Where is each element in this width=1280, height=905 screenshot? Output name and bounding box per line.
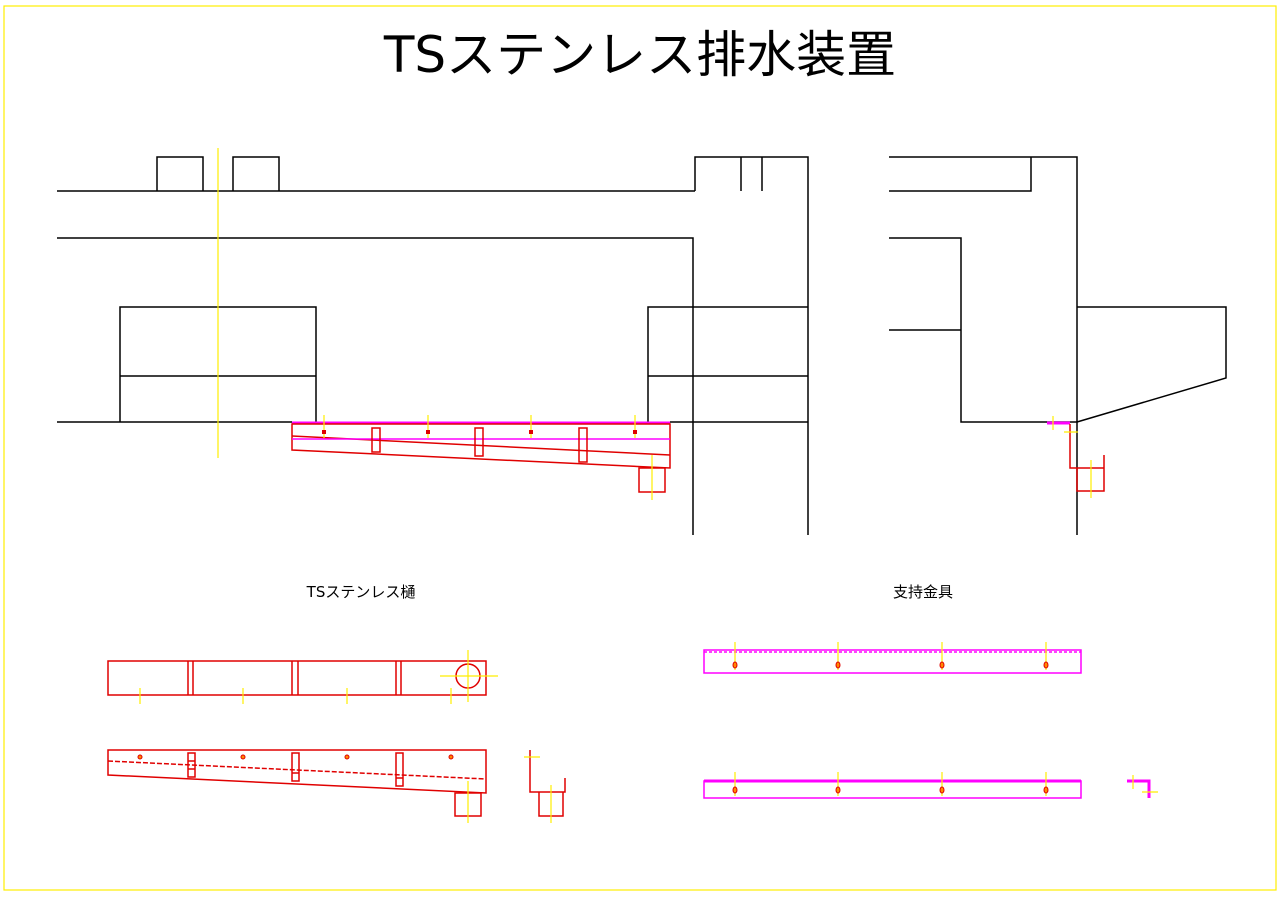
- gutter-side-section: [1047, 416, 1105, 498]
- gutter-side-view: [107, 749, 487, 823]
- gutter-front-view: [291, 415, 671, 500]
- bracket-label: 支持金具: [893, 583, 953, 601]
- bracket-side-view: [703, 772, 1082, 799]
- sheet-border: [3, 5, 1277, 891]
- gutter-label: TSステンレス樋: [306, 583, 416, 601]
- bracket-end-section: [1127, 775, 1158, 798]
- bracket-plan-view: [703, 642, 1082, 674]
- gutter-plan-view: [107, 650, 498, 704]
- gutter-end-section: [524, 750, 566, 823]
- drawing-title: TSステンレス排水装置: [383, 26, 896, 84]
- side-section-structure: [889, 156, 1227, 535]
- front-elevation-structure: [57, 148, 809, 535]
